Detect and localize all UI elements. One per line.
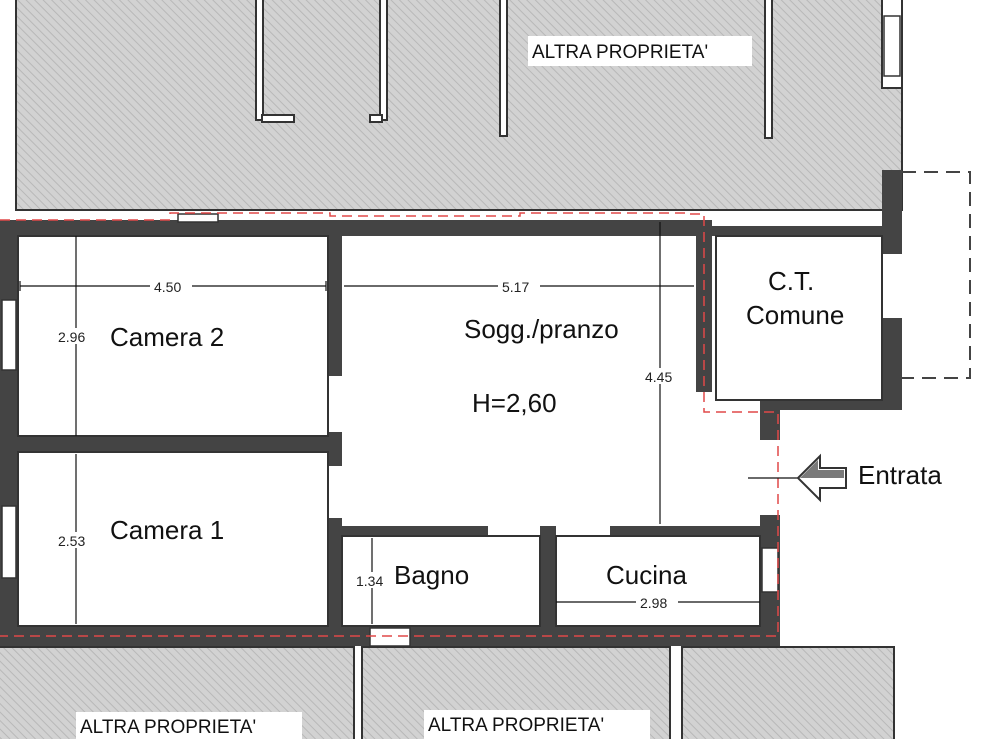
room-ct-label-line2: Comune — [746, 300, 844, 330]
ct-dashed-outline — [902, 171, 971, 379]
neighbor-top-block — [15, 0, 903, 211]
dim-soggiorno-width: 5.17 — [502, 279, 529, 295]
neighbor-bottom-right-block — [681, 646, 895, 739]
dim-soggiorno-depth: 4.45 — [645, 369, 672, 385]
neighbor-bottom-left-label: ALTRA PROPRIETA' — [80, 717, 256, 738]
entrance-label: Entrata — [858, 460, 942, 490]
dim-camera1-depth: 2.53 — [58, 533, 85, 549]
dim-cucina-width: 2.98 — [640, 595, 667, 611]
inner-outlines — [17, 235, 883, 627]
left-arrow-icon — [796, 453, 847, 503]
windows — [1, 15, 901, 647]
room-cucina-label: Cucina — [606, 560, 687, 590]
room-bagno-label: Bagno — [394, 560, 469, 590]
property-boundary — [0, 212, 779, 637]
dim-camera2-width: 4.50 — [154, 279, 181, 295]
room-camera1-label: Camera 1 — [110, 515, 224, 545]
neighbor-top-label: ALTRA PROPRIETA' — [532, 42, 708, 63]
room-soggiorno-label: Sogg./pranzo — [464, 314, 619, 344]
dim-bagno-depth: 1.34 — [356, 573, 383, 589]
dim-camera2-depth: 2.96 — [58, 329, 85, 345]
room-camera2-label: Camera 2 — [110, 322, 224, 352]
room-ct-label-line1: C.T. — [768, 266, 814, 296]
neighbor-bottom-mid-label: ALTRA PROPRIETA' — [428, 715, 604, 736]
room-height-label: H=2,60 — [472, 388, 557, 418]
